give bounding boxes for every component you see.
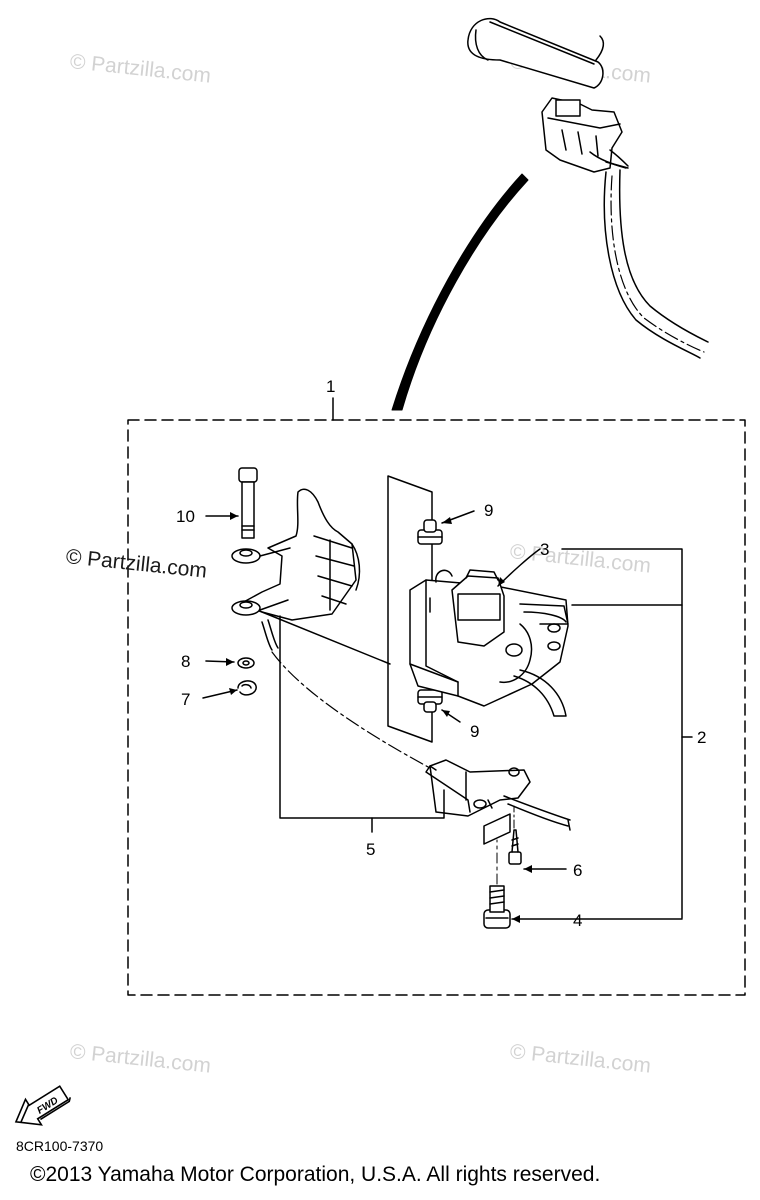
diagram-code: 8CR100-7370 [16,1138,104,1154]
callout-9-lower: 9 [470,722,479,741]
callout-3: 3 [540,540,549,559]
callout-9-upper: 9 [484,501,493,520]
kit-boundary [127,419,746,996]
callout-4: 4 [573,911,582,930]
washer [237,657,255,669]
sensor-unit [409,569,569,717]
pivot-pin [238,467,258,539]
callout-8: 8 [181,652,190,671]
callout-1: 1 [326,377,335,396]
fwd-arrow-icon: FWD [14,1085,72,1126]
grommet-lower [417,689,443,713]
callout-10: 10 [176,507,195,526]
throttle-lever [231,488,391,665]
screw [508,829,522,865]
callout-2: 2 [697,728,706,747]
copyright-notice: ©2013 Yamaha Motor Corporation, U.S.A. A… [30,1163,601,1186]
handlebar-grip [467,17,605,89]
handlebar-tube [589,151,709,359]
bolt [483,885,511,929]
clip [237,680,257,696]
callout-7: 7 [181,690,190,709]
connector-curve [391,173,529,411]
handlebar-switch-housing [541,97,629,173]
grommet-upper [417,519,443,545]
callout-6: 6 [573,861,582,880]
switch-connector [425,759,571,845]
callout-5: 5 [366,840,375,859]
